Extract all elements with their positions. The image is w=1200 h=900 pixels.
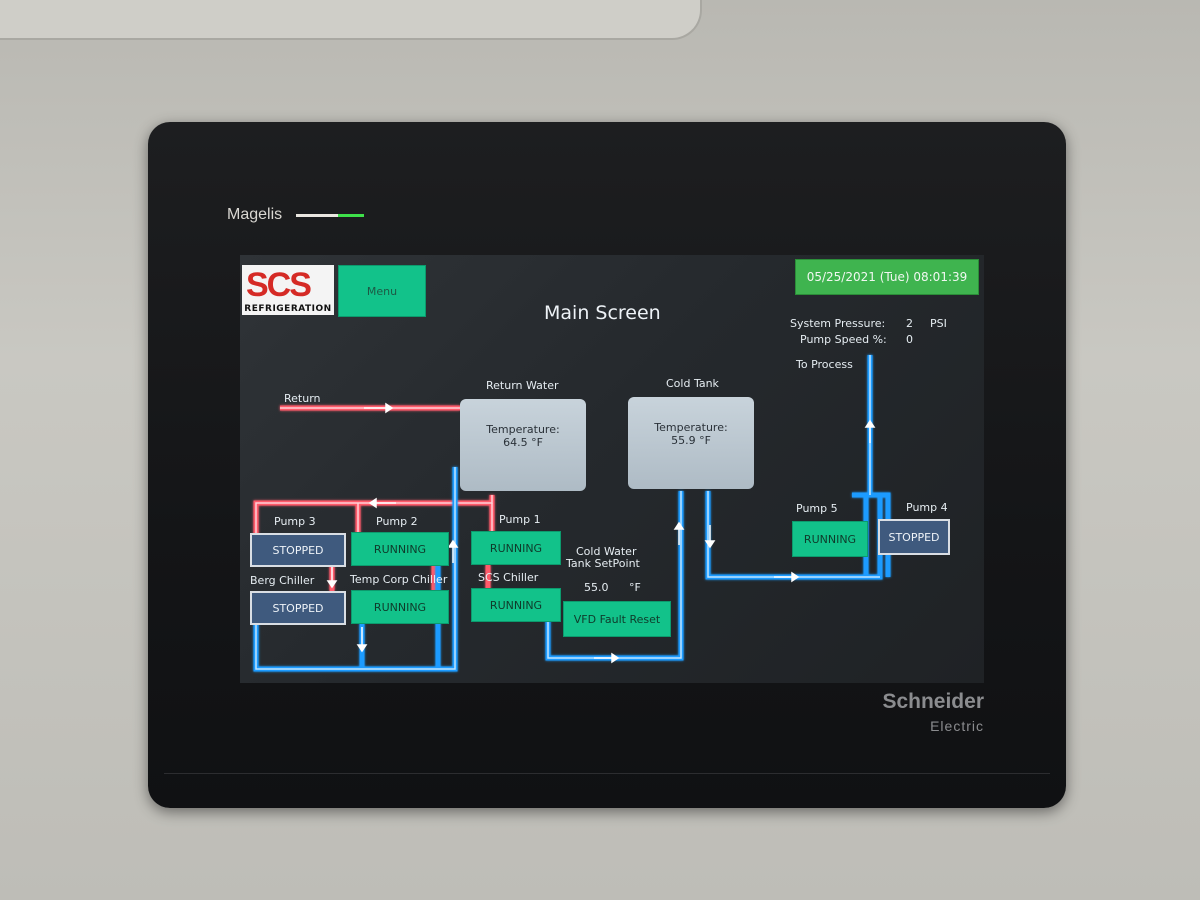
flow-arrow-down-coldtank bbox=[704, 525, 716, 549]
cold-tank: Temperature: 55.9 °F bbox=[628, 397, 754, 489]
pump3-status-button[interactable]: STOPPED bbox=[250, 533, 346, 567]
hmi-screen: SCS REFRIGERATION Menu 05/25/2021 (Tue) … bbox=[240, 255, 984, 683]
cold-tank-temp-value: 55.9 bbox=[671, 434, 696, 447]
temp-corp-chiller-status-button[interactable]: RUNNING bbox=[351, 590, 449, 624]
pump2-label: Pump 2 bbox=[376, 515, 418, 528]
flow-arrow-down-pump3 bbox=[326, 567, 338, 589]
flow-arrow-up-loop bbox=[447, 539, 459, 563]
cold-tank-temp-unit: °F bbox=[699, 434, 711, 447]
pump1-label: Pump 1 bbox=[499, 513, 541, 526]
temp-corp-chiller-label: Temp Corp Chiller bbox=[350, 573, 448, 586]
pump4-label: Pump 4 bbox=[906, 501, 948, 514]
vfd-fault-reset-button[interactable]: VFD Fault Reset bbox=[563, 601, 671, 637]
supply-loop-left bbox=[253, 467, 458, 672]
pump2-status-button[interactable]: RUNNING bbox=[351, 532, 449, 566]
electric-brand: Electric bbox=[930, 718, 984, 734]
scs-chiller-status-button[interactable]: RUNNING bbox=[471, 588, 561, 622]
setpoint-value[interactable]: 55.0 bbox=[584, 581, 609, 594]
return-water-temp-readout: 64.5 °F bbox=[460, 436, 586, 449]
return-label: Return bbox=[284, 392, 321, 405]
scs-refrigeration-logo: SCS REFRIGERATION bbox=[242, 265, 334, 315]
system-pressure-value: 2 bbox=[906, 317, 913, 330]
cold-tank-temp-label: Temperature: bbox=[654, 421, 728, 434]
pipe-diagram bbox=[253, 355, 891, 672]
flow-arrow-down-tempcorp bbox=[356, 627, 368, 653]
setpoint-unit: °F bbox=[629, 581, 641, 594]
berg-chiller-label: Berg Chiller bbox=[250, 574, 315, 587]
magelis-brand: Magelis bbox=[227, 206, 283, 223]
flow-arrow-right-scs bbox=[594, 652, 620, 664]
logo-scs-text: SCS bbox=[246, 266, 312, 304]
status-led-bar bbox=[296, 214, 364, 217]
flow-arrow-up-process bbox=[864, 419, 876, 443]
bezel-lip bbox=[164, 773, 1050, 788]
flow-arrows bbox=[326, 402, 876, 664]
pump3-label: Pump 3 bbox=[274, 515, 316, 528]
schneider-brand: Schneider bbox=[882, 690, 984, 713]
flow-arrow-right-pump5 bbox=[774, 571, 800, 583]
return-water-temp-unit: °F bbox=[531, 436, 543, 449]
flow-arrow-left-header bbox=[368, 497, 396, 509]
flow-arrow-right-return bbox=[364, 402, 394, 414]
to-process-label: To Process bbox=[796, 358, 853, 371]
cold-tank-temp-readout: 55.9 °F bbox=[628, 434, 754, 447]
datetime-display: 05/25/2021 (Tue) 08:01:39 bbox=[795, 259, 979, 295]
flow-arrow-up-coldtank bbox=[673, 521, 685, 545]
return-water-temp-label: Temperature: bbox=[486, 423, 560, 436]
page-title: Main Screen bbox=[544, 302, 661, 324]
pump-speed-value: 0 bbox=[906, 333, 913, 346]
pump5-label: Pump 5 bbox=[796, 502, 838, 515]
logo-refrigeration-text: REFRIGERATION bbox=[244, 304, 332, 314]
menu-button[interactable]: Menu bbox=[338, 265, 426, 317]
pump-speed-label: Pump Speed %: bbox=[800, 333, 887, 346]
setpoint-label-line2: Tank SetPoint bbox=[566, 557, 640, 570]
pump5-status-button[interactable]: RUNNING bbox=[792, 521, 868, 557]
system-pressure-label: System Pressure: bbox=[790, 317, 886, 330]
scs-chiller-label: SCS Chiller bbox=[478, 571, 539, 584]
return-water-tank: Temperature: 64.5 °F bbox=[460, 399, 586, 491]
berg-chiller-status-button[interactable]: STOPPED bbox=[250, 591, 346, 625]
setpoint-label-line1: Cold Water bbox=[576, 545, 637, 558]
wall-panel-seam bbox=[0, 0, 702, 40]
return-water-temp-value: 64.5 bbox=[503, 436, 528, 449]
pump4-status-button[interactable]: STOPPED bbox=[878, 519, 950, 555]
pump1-status-button[interactable]: RUNNING bbox=[471, 531, 561, 565]
system-pressure-unit: PSI bbox=[930, 317, 947, 330]
cold-tank-label: Cold Tank bbox=[666, 377, 719, 390]
return-water-label: Return Water bbox=[486, 379, 559, 392]
